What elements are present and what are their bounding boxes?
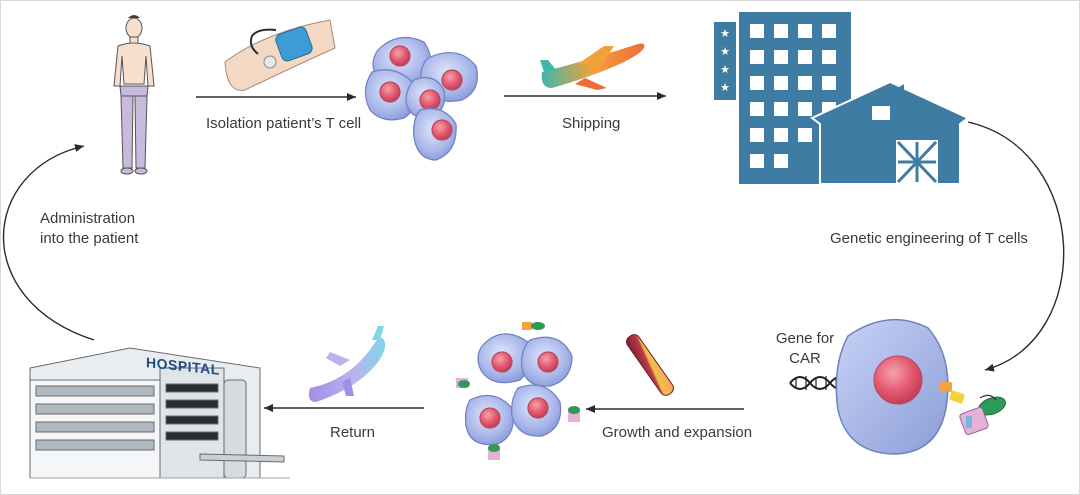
gene-for-car-label: Gene for CAR (772, 329, 838, 369)
genetic-engineering-label: Genetic engineering of T cells (830, 230, 1028, 247)
hospital-building-icon (29, 347, 290, 479)
shipping-airplane-icon (540, 43, 645, 90)
administration-arrow (2, 144, 95, 341)
genetic-engineering-arrow (967, 121, 1065, 372)
blood-sample-tube-icon (626, 334, 674, 396)
gene-for-car-line2: CAR (789, 350, 821, 367)
isolation-label: Isolation patient’s T cell (206, 115, 362, 132)
svg-text:★: ★ (720, 45, 730, 58)
svg-text:★: ★ (720, 63, 730, 76)
patient-figure-icon (113, 15, 155, 175)
isolated-t-cell-cluster-icon (364, 36, 478, 161)
growth-expansion-label: Growth and expansion (602, 424, 753, 441)
gene-for-car-line1: Gene for (775, 330, 835, 347)
return-label: Return (330, 424, 376, 441)
engineered-car-t-cell-icon (835, 318, 949, 455)
arm-blood-draw-icon (224, 19, 336, 91)
manufacturing-facility-icon: ★ ★ ★ ★ (714, 12, 970, 185)
shipping-label: Shipping (562, 115, 621, 132)
car-receptor-icon (940, 382, 1006, 436)
administration-label: Administration into the patient (40, 209, 138, 249)
administration-line2: into the patient (40, 230, 139, 247)
return-airplane-icon (308, 326, 386, 402)
svg-text:★: ★ (720, 81, 730, 94)
expanded-car-t-cells-icon (456, 322, 580, 460)
administration-line1: Administration (40, 210, 136, 227)
svg-text:★: ★ (720, 27, 730, 40)
